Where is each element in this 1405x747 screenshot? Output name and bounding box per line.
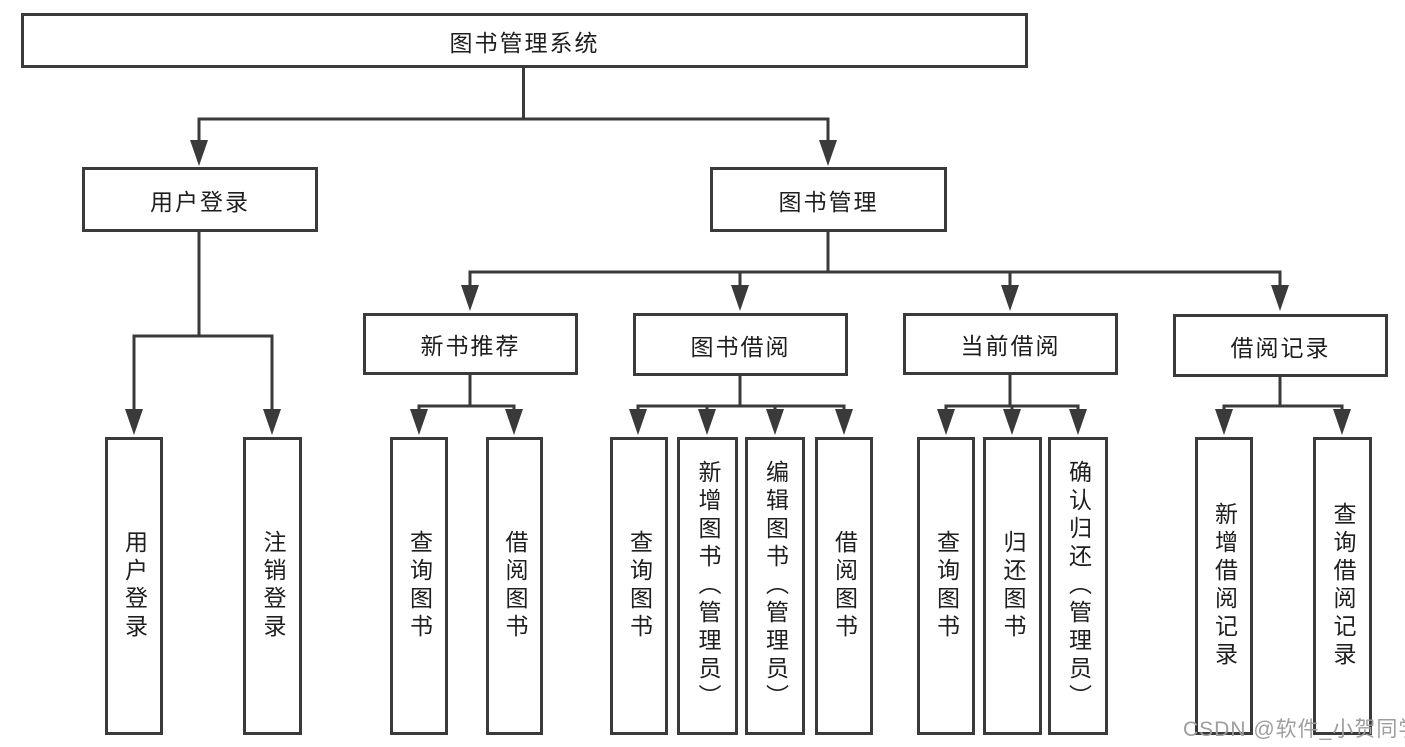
node-current-borrowing: 当前借阅 <box>903 313 1118 375</box>
leaf-borrow-query-books: 查询图书 <box>610 437 668 735</box>
node-borrowing-records: 借阅记录 <box>1173 314 1388 377</box>
leaf-borrow-edit-books-admin: 编辑图书（管理员） <box>745 437 805 735</box>
leaf-user-login: 用户登录 <box>105 437 163 735</box>
leaf-records-add-record: 新增借阅记录 <box>1195 437 1253 735</box>
node-book-borrowing-label: 图书借阅 <box>690 333 791 360</box>
node-book-management: 图书管理 <box>710 167 947 232</box>
node-new-book-recommendation-label: 新书推荐 <box>420 333 521 359</box>
leaf-recommend-query-books: 查询图书 <box>390 437 448 735</box>
node-system-root: 图书管理系统 <box>21 13 1028 68</box>
node-user-login: 用户登录 <box>82 167 318 232</box>
csdn-watermark: CSDN @软件_小贺同学 <box>1183 718 1405 741</box>
node-book-management-label: 图书管理 <box>778 188 879 215</box>
node-borrowing-records-label: 借阅记录 <box>1230 334 1331 361</box>
node-user-login-label: 用户登录 <box>150 188 250 215</box>
leaf-current-confirm-return-admin: 确认归还（管理员） <box>1048 437 1108 735</box>
node-current-borrowing-label: 当前借阅 <box>960 333 1061 359</box>
leaf-logout: 注销登录 <box>243 437 302 735</box>
leaf-current-return-books: 归还图书 <box>983 437 1042 735</box>
arrowheads <box>125 140 1351 435</box>
leaf-borrow-borrow-books: 借阅图书 <box>815 437 873 735</box>
leaf-borrow-add-books-admin: 新增图书（管理员） <box>677 437 738 735</box>
leaf-recommend-borrow-books: 借阅图书 <box>486 437 543 735</box>
node-book-borrowing: 图书借阅 <box>633 313 848 376</box>
leaf-current-query-books: 查询图书 <box>917 437 975 735</box>
node-system-root-label: 图书管理系统 <box>449 29 600 56</box>
leaf-records-query-record: 查询借阅记录 <box>1313 437 1372 735</box>
node-new-book-recommendation: 新书推荐 <box>363 313 578 375</box>
